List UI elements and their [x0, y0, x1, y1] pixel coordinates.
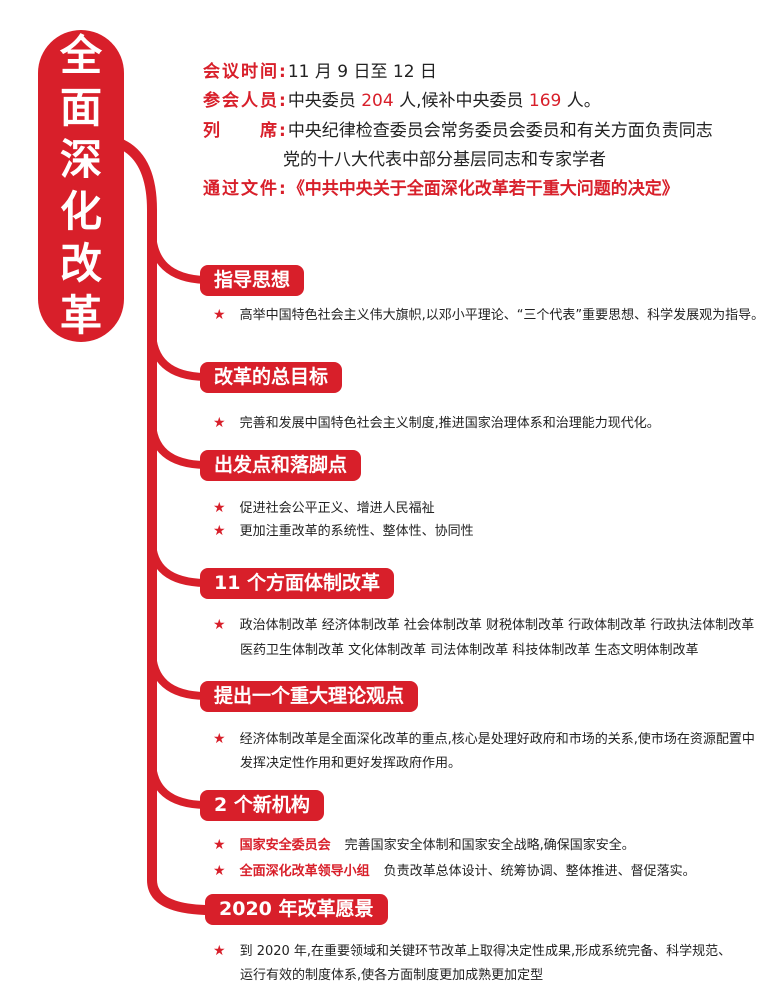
value: 中央纪律检查委员会常务委员会委员和有关方面负责同志	[287, 121, 713, 141]
section-header: 11 个方面体制改革	[200, 568, 395, 599]
text: 到 2020 年,在重要领域和关键环节改革上取得决定性成果,形成系统完备、科学规…	[239, 944, 732, 959]
org-name: 全面深化改革领导小组	[239, 864, 370, 879]
text: 人,候补中央委员	[393, 91, 529, 111]
bullet: ★ 完善和发展中国特色社会主义制度,推进国家治理体系和治理能力现代化。	[213, 412, 660, 431]
title-char: 深	[59, 135, 102, 184]
bullet: ★ 到 2020 年,在重要领域和关键环节改革上取得决定性成果,形成系统完备、科学…	[213, 940, 731, 959]
attendees: 参会人员:中央委员 204 人,候补中央委员 169 人。	[203, 86, 601, 111]
star-icon: ★	[213, 307, 226, 323]
text: 完善国家安全体制和国家安全战略,确保国家安全。	[344, 838, 635, 853]
text: 负责改革总体设计、统筹协调、整体推进、督促落实。	[383, 864, 696, 879]
star-icon: ★	[213, 863, 226, 879]
bullet: ★ 国家安全委员会完善国家安全体制和国家安全战略,确保国家安全。	[213, 834, 635, 853]
text: 更加注重改革的系统性、整体性、协同性	[239, 524, 474, 539]
text: 中央委员	[287, 91, 362, 111]
star-icon: ★	[213, 617, 226, 633]
section-header: 提出一个重大理论观点	[200, 681, 419, 712]
count: 169	[528, 91, 562, 111]
text: 经济体制改革是全面深化改革的重点,核心是处理好政府和市场的关系,使市场在资源配置…	[239, 732, 755, 747]
title-char: 面	[59, 83, 102, 132]
label: 列 席:	[203, 121, 288, 141]
trunk	[105, 135, 210, 915]
title-char: 改	[59, 239, 102, 288]
label: 会议时间:	[203, 62, 288, 82]
present-line2: 党的十八大代表中部分基层同志和专家学者	[283, 150, 606, 170]
bullet: ★ 更加注重改革的系统性、整体性、协同性	[213, 520, 474, 539]
star-icon: ★	[213, 415, 226, 431]
value: 《中共中央关于全面深化改革若干重大问题的决定》	[287, 179, 679, 199]
bullet: ★ 经济体制改革是全面深化改革的重点,核心是处理好政府和市场的关系,使市场在资源配…	[213, 728, 755, 747]
branch	[148, 416, 209, 469]
text: 高举中国特色社会主义伟大旗帜,以邓小平理论、“三个代表”重要思想、科学发展观为指…	[239, 308, 765, 323]
text-continued: 运行有效的制度体系,使各方面制度更加成熟更加定型	[240, 968, 544, 983]
section-header: 出发点和落脚点	[200, 450, 362, 481]
title-char: 革	[59, 291, 102, 340]
org-name: 国家安全委员会	[239, 838, 331, 853]
text-continued: 医药卫生体制改革 文化体制改革 司法体制改革 科技体制改革 生态文明体制改革	[240, 643, 699, 658]
present: 列 席:中央纪律检查委员会常务委员会委员和有关方面负责同志	[203, 116, 713, 141]
value: 11 月 9 日至 12 日	[287, 62, 437, 82]
star-icon: ★	[213, 837, 226, 853]
branch	[148, 226, 209, 284]
text: 人。	[561, 91, 601, 111]
text: 完善和发展中国特色社会主义制度,推进国家治理体系和治理能力现代化。	[239, 416, 660, 431]
main-title: 全 面 深 化 改 革	[38, 30, 124, 342]
bullet: ★ 高举中国特色社会主义伟大旗帜,以邓小平理论、“三个代表”重要思想、科学发展观为…	[213, 304, 764, 323]
count: 204	[361, 91, 394, 111]
branch	[148, 646, 209, 700]
star-icon: ★	[213, 731, 226, 747]
document: 通过文件:《中共中央关于全面深化改革若干重大问题的决定》	[203, 174, 679, 199]
bullet: ★ 政治体制改革 经济体制改革 社会体制改革 财税体制改革 行政体制改革 行政执法…	[213, 614, 754, 633]
label: 通过文件:	[203, 179, 288, 199]
section-header: 2020 年改革愿景	[205, 894, 388, 925]
section-header: 2 个新机构	[200, 790, 324, 821]
text-continued: 发挥决定性作用和更好发挥政府作用。	[240, 756, 462, 771]
branch	[148, 756, 209, 809]
label: 参会人员:	[203, 91, 288, 111]
branch	[148, 326, 209, 381]
text: 政治体制改革 经济体制改革 社会体制改革 财税体制改革 行政体制改革 行政执法体…	[239, 618, 755, 633]
branch	[148, 536, 209, 587]
star-icon: ★	[213, 943, 226, 959]
star-icon: ★	[213, 523, 226, 539]
title-char: 化	[59, 187, 102, 236]
bullet: ★ 全面深化改革领导小组负责改革总体设计、统筹协调、整体推进、督促落实。	[213, 860, 696, 879]
star-icon: ★	[213, 500, 226, 516]
bullet: ★ 促进社会公平正义、增进人民福祉	[213, 497, 435, 516]
title-char: 全	[59, 31, 102, 80]
meeting-time: 会议时间:11 月 9 日至 12 日	[203, 57, 437, 82]
text: 促进社会公平正义、增进人民福祉	[239, 501, 435, 516]
section-header: 改革的总目标	[200, 362, 343, 393]
section-header: 指导思想	[200, 265, 305, 296]
